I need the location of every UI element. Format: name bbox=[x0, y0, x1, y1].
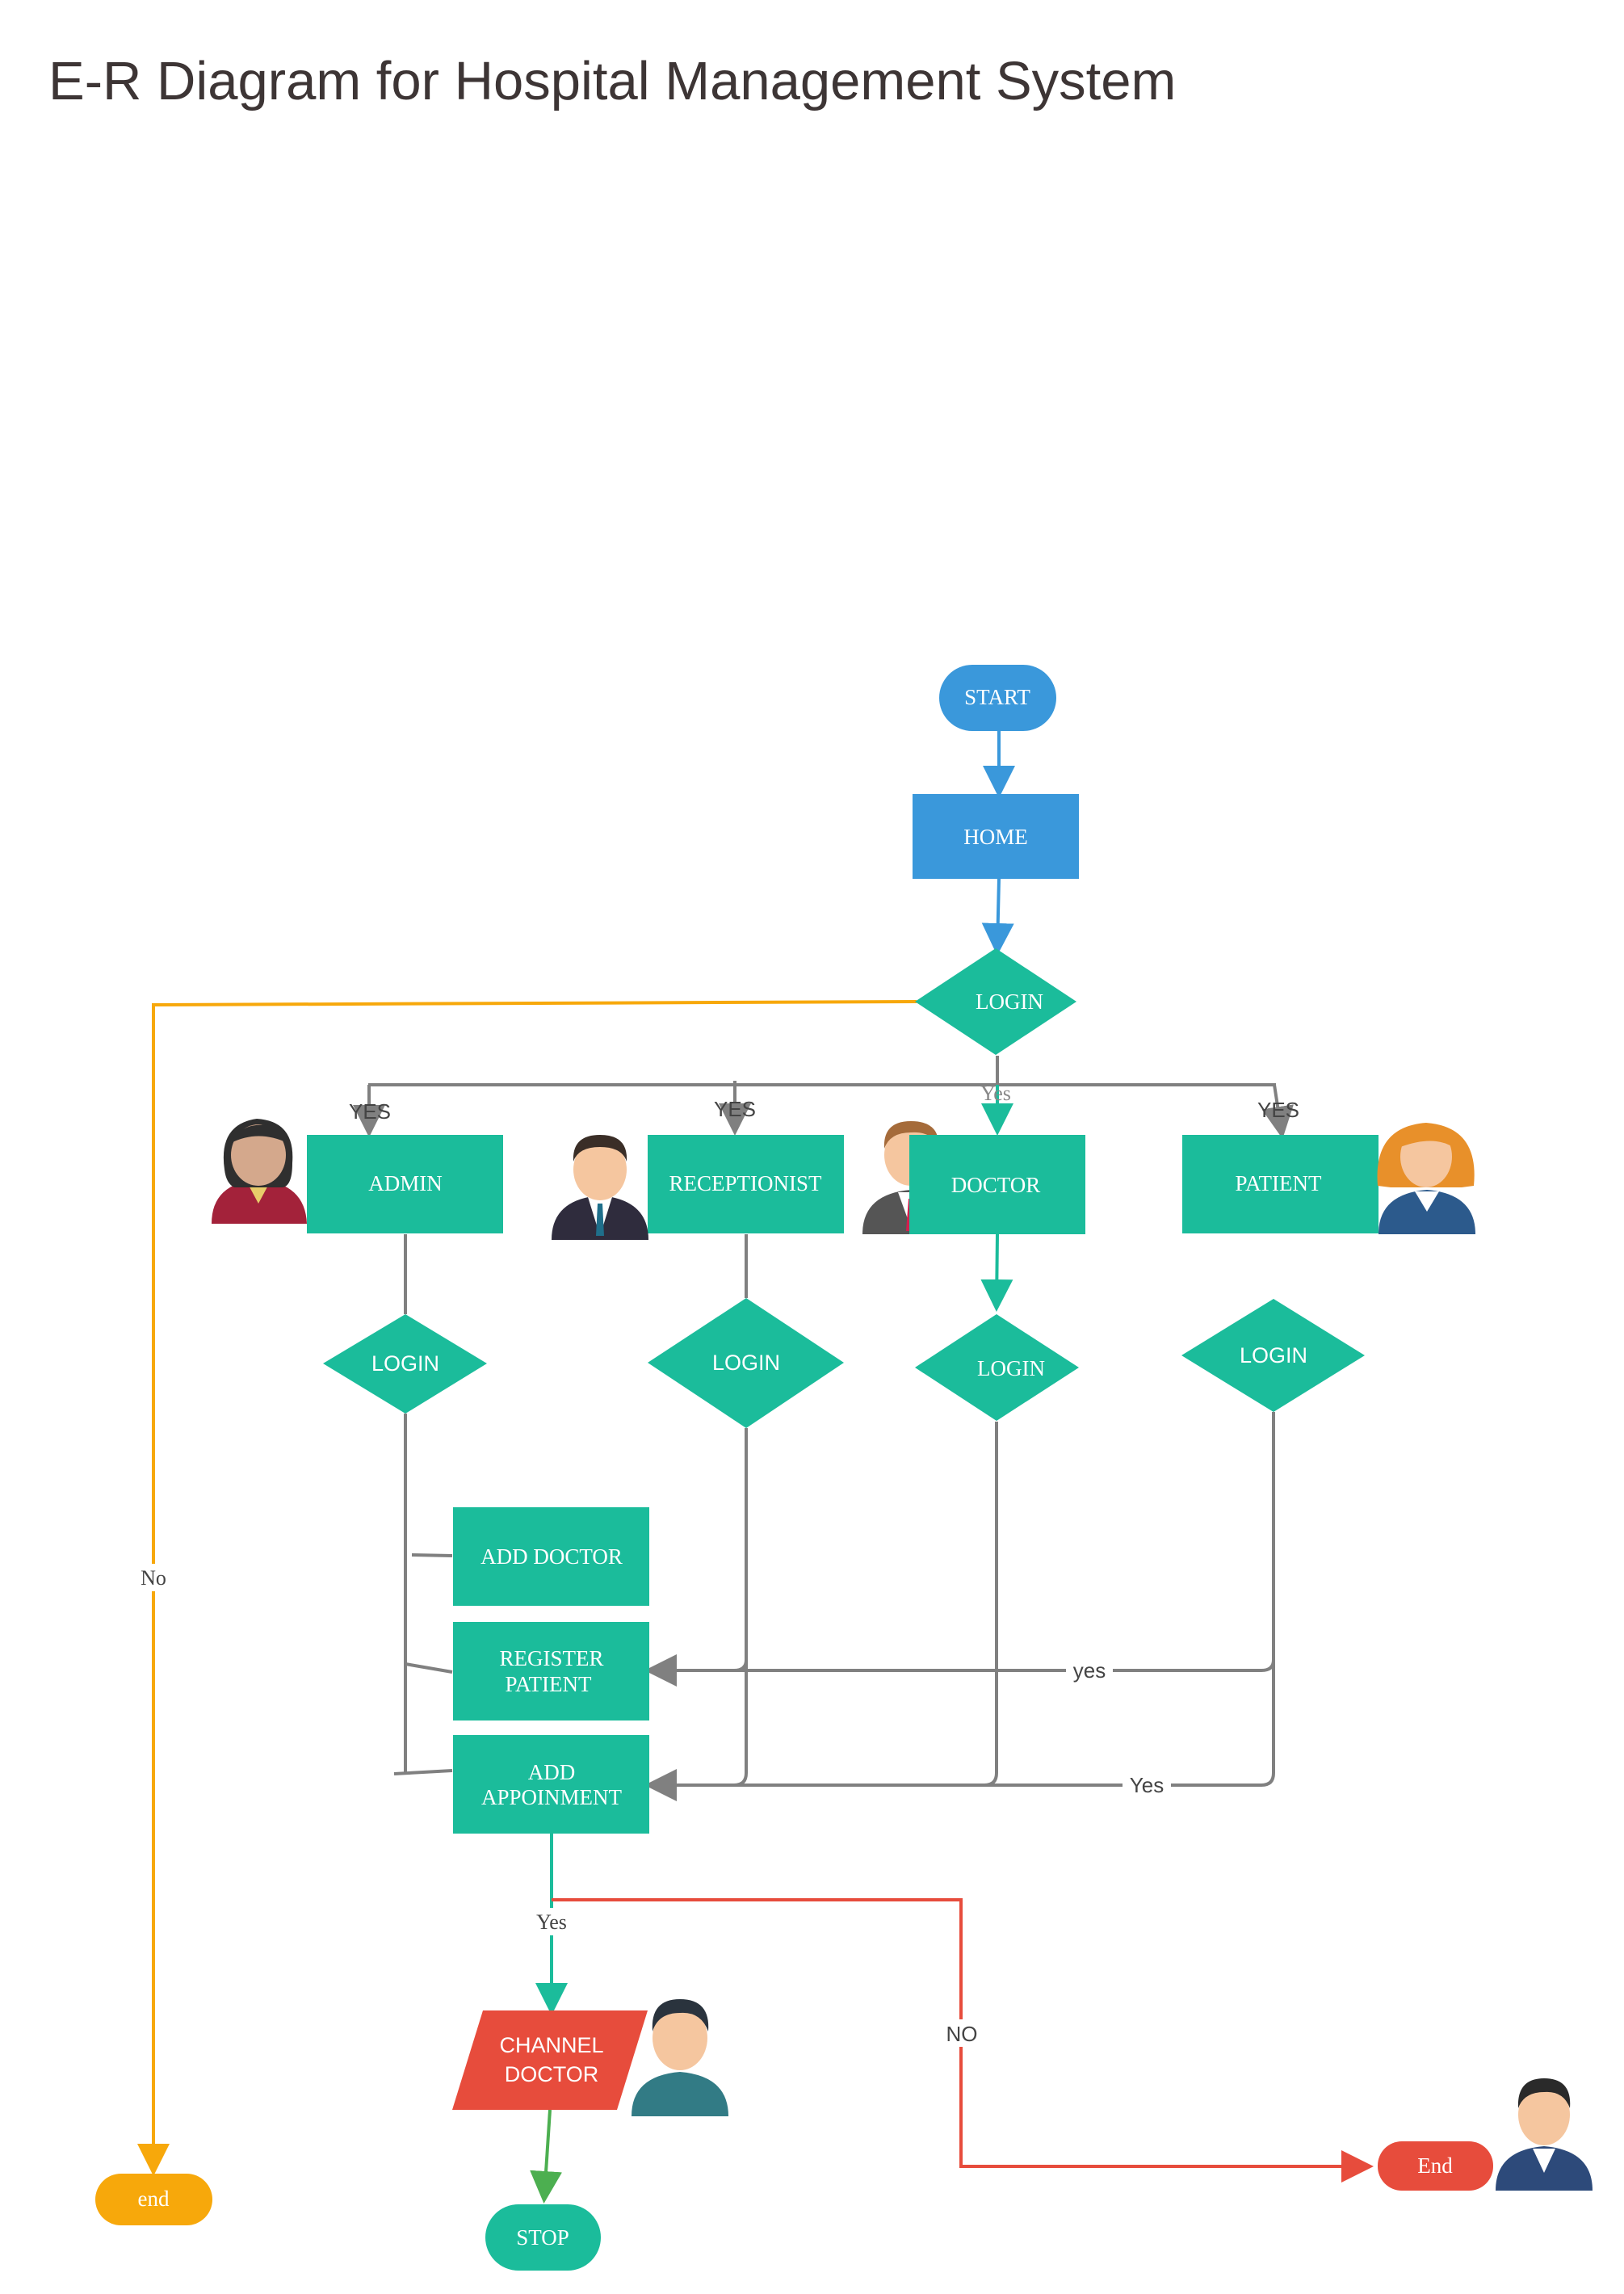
admin-node[interactable]: ADMIN bbox=[307, 1135, 503, 1233]
end-left-node[interactable]: end bbox=[95, 2174, 212, 2225]
edge-label-yes-receptionist: YES bbox=[714, 1097, 756, 1121]
edge-label-no-right: NO bbox=[946, 2022, 978, 2046]
edge-label-yes-channel: Yes bbox=[536, 1910, 567, 1934]
edge-label-no-left: No bbox=[141, 1566, 166, 1590]
login-doctor-node[interactable]: LOGIN bbox=[915, 1314, 1079, 1421]
male-receptionist-avatar-icon bbox=[552, 1135, 648, 1240]
edge-login-no-end bbox=[137, 1000, 917, 2176]
register-patient-node[interactable]: REGISTER PATIENT bbox=[453, 1622, 649, 1720]
patient-node[interactable]: PATIENT bbox=[1182, 1135, 1379, 1233]
login-patient-node[interactable]: LOGIN bbox=[1181, 1299, 1365, 1412]
edge-patient-login-down bbox=[644, 1412, 1275, 1801]
login-receptionist-label: LOGIN bbox=[712, 1351, 780, 1375]
login-main-node[interactable]: LOGIN bbox=[915, 948, 1076, 1055]
start-node[interactable]: START bbox=[939, 665, 1056, 731]
register-patient-label-line2: PATIENT bbox=[505, 1672, 592, 1696]
add-appointment-label-line1: ADD bbox=[528, 1760, 576, 1784]
female-patient-avatar-icon bbox=[1377, 1123, 1475, 1234]
login-main-label: LOGIN bbox=[976, 989, 1043, 1014]
home-label: HOME bbox=[963, 825, 1028, 849]
edge-admin-to-register bbox=[405, 1662, 453, 1674]
home-node[interactable]: HOME bbox=[913, 794, 1079, 879]
receptionist-node[interactable]: RECEPTIONIST bbox=[648, 1135, 844, 1233]
edge-receptionist-login-down bbox=[733, 1428, 748, 1787]
edge-doctor-login-down bbox=[984, 1422, 998, 1787]
edge-patient-to-register bbox=[644, 1654, 1275, 1687]
edge-label-yes-patient: YES bbox=[1257, 1098, 1299, 1122]
page-title: E-R Diagram for Hospital Management Syst… bbox=[48, 51, 1177, 111]
edge-label-yes-register: yes bbox=[1073, 1658, 1106, 1683]
login-admin-label: LOGIN bbox=[371, 1351, 439, 1376]
female-admin-avatar-icon bbox=[212, 1119, 307, 1224]
channel-doctor-label-line1: CHANNEL bbox=[499, 2033, 603, 2057]
add-appointment-label-line2: APPOINMENT bbox=[481, 1785, 623, 1809]
register-patient-label-line1: REGISTER bbox=[499, 1646, 603, 1670]
stop-node[interactable]: STOP bbox=[485, 2204, 601, 2271]
add-appointment-node[interactable]: ADD APPOINMENT bbox=[453, 1735, 649, 1834]
edges bbox=[137, 731, 1374, 2204]
male-user-avatar-icon bbox=[632, 1999, 728, 2116]
end-left-label: end bbox=[138, 2187, 170, 2211]
add-doctor-node[interactable]: ADD DOCTOR bbox=[453, 1507, 649, 1606]
edge-bus-patient bbox=[1261, 1084, 1294, 1139]
edge-label-yes-appointment: Yes bbox=[1130, 1773, 1164, 1797]
login-receptionist-node[interactable]: LOGIN bbox=[648, 1298, 844, 1428]
edge-label-backgrounds bbox=[134, 1564, 1171, 2047]
end-right-node[interactable]: End bbox=[1378, 2141, 1493, 2191]
male-end-avatar-icon bbox=[1496, 2078, 1593, 2191]
channel-doctor-label-line2: DOCTOR bbox=[505, 2062, 599, 2086]
login-admin-node[interactable]: LOGIN bbox=[323, 1314, 487, 1414]
receptionist-label: RECEPTIONIST bbox=[669, 1171, 823, 1195]
start-label: START bbox=[964, 685, 1030, 709]
stop-label: STOP bbox=[516, 2225, 569, 2250]
add-doctor-label: ADD DOCTOR bbox=[480, 1544, 623, 1569]
edge-channel-stop bbox=[530, 2109, 563, 2204]
channel-doctor-node[interactable]: CHANNEL DOCTOR bbox=[452, 2010, 648, 2110]
edge-admin-to-add-doctor bbox=[411, 1553, 453, 1557]
admin-label: ADMIN bbox=[368, 1171, 443, 1195]
edge-admin-to-appointment bbox=[393, 1769, 453, 1775]
edge-home-login bbox=[981, 878, 1014, 956]
edge-label-yes-admin: YES bbox=[349, 1099, 391, 1124]
end-right-label: End bbox=[1417, 2153, 1453, 2178]
login-patient-label: LOGIN bbox=[1240, 1343, 1307, 1368]
login-doctor-label: LOGIN bbox=[977, 1356, 1045, 1380]
edge-label-yes-doctor: Yes bbox=[980, 1082, 1011, 1105]
doctor-node[interactable]: DOCTOR bbox=[909, 1135, 1085, 1234]
patient-label: PATIENT bbox=[1235, 1171, 1322, 1195]
doctor-label: DOCTOR bbox=[951, 1173, 1041, 1197]
